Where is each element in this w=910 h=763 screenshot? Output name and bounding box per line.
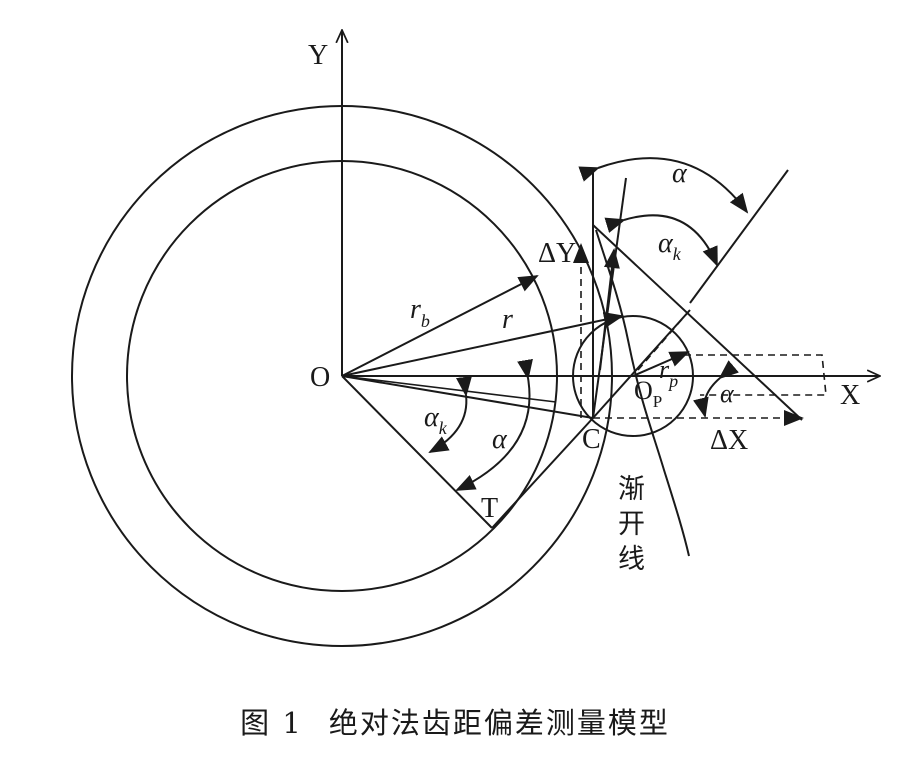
label-r: r <box>502 304 513 335</box>
line-of-action-dashed <box>637 309 691 371</box>
angle-alpha-bottom-arc <box>455 358 533 491</box>
dashed-rectangle <box>684 354 827 396</box>
right-diagonal-line <box>689 169 789 304</box>
label-op: OP <box>634 376 662 411</box>
caption-number: 图 1 <box>240 706 303 740</box>
label-alpha-right: α <box>720 379 735 408</box>
probe-radius-rp <box>632 351 690 377</box>
radius-rb-line <box>341 275 539 377</box>
label-point-t: T <box>481 493 498 524</box>
line-t-to-c <box>491 417 594 529</box>
label-axis-y: Y <box>308 40 328 71</box>
label-alpha-bottom: α <box>492 424 508 455</box>
label-involute-3: 线 <box>618 544 645 575</box>
line-o-to-arc-point <box>341 375 557 403</box>
radius-r-line <box>341 311 624 377</box>
inclined-line <box>592 177 627 419</box>
label-rb: rb <box>410 294 430 331</box>
label-involute-2: 开 <box>618 509 645 540</box>
label-alpha-top: α <box>672 158 688 189</box>
label-alphak-bottom: αk <box>424 402 448 438</box>
label-rp: rp <box>659 355 678 391</box>
figure-caption: 图 1 绝对法齿距偏差测量模型 <box>0 700 910 742</box>
label-delta-x: ΔX <box>710 425 748 456</box>
involute-curve <box>595 229 690 557</box>
label-point-c: C <box>582 424 601 455</box>
label-involute-1: 渐 <box>618 474 645 505</box>
label-delta-y: ΔY <box>538 238 576 269</box>
angle-alphak-top-arc <box>604 214 718 267</box>
line-of-action <box>592 309 691 419</box>
label-alphak-top: αk <box>658 228 682 264</box>
probe-circle <box>572 315 694 437</box>
label-origin: O <box>310 362 330 393</box>
label-axis-x: X <box>840 380 860 411</box>
caption-title: 绝对法齿距偏差测量模型 <box>328 706 670 740</box>
line-o-to-t <box>341 375 493 529</box>
angle-alpha-top-arc <box>578 157 749 214</box>
inclined-arrow <box>599 248 620 371</box>
angle-alphak-bottom-arc <box>428 376 472 453</box>
angle-alpha-right-arc <box>693 360 739 418</box>
